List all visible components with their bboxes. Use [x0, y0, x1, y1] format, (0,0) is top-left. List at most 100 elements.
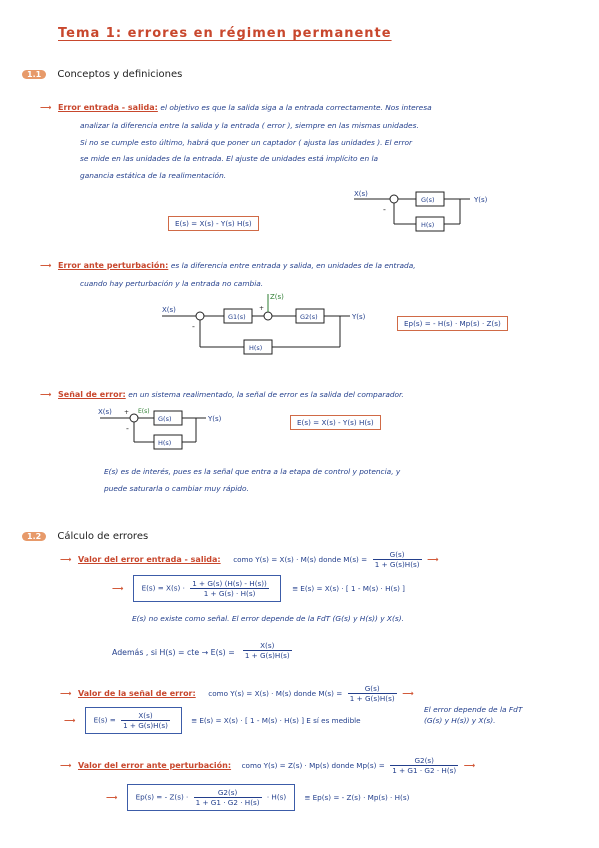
output-label: Y(s): [473, 196, 488, 204]
input-label: X(s): [354, 190, 368, 198]
input-label: X(s): [162, 306, 176, 314]
bullet-valor-error-entrada-salida: ⟶ Valor del error entrada - salida: como…: [60, 550, 443, 569]
fraction-numerator: G2(s): [193, 788, 262, 798]
minus-sign: -: [192, 322, 195, 331]
minus-sign: -: [126, 424, 129, 433]
term-label: Valor del error entrada - salida:: [78, 555, 221, 564]
input-label: X(s): [98, 408, 112, 416]
fraction-denominator: 1 + G(s)H(s): [244, 651, 290, 660]
fraction-denominator: 1 + G(s)H(s): [123, 721, 168, 730]
bullet-valor-error-perturbacion: ⟶ Valor del error ante perturbación: com…: [60, 756, 479, 775]
summing-junction: [195, 311, 205, 321]
block-h-label: H(s): [249, 344, 262, 352]
section-number-badge: 1.1: [22, 70, 47, 79]
formula-box-error-perturbacion: Ep(s) = - H(s) · Mp(s) · Z(s): [397, 316, 508, 331]
fraction-numerator: X(s): [121, 711, 170, 721]
arrow-icon: ⟶: [463, 761, 476, 770]
text-line: Si no se cumple esto último, habrá que p…: [80, 137, 413, 147]
disturbance-label: Z(s): [270, 293, 284, 301]
block-h-label: H(s): [421, 221, 434, 229]
equation-text: como Y(s) = X(s) · M(s) donde M(s) =: [233, 555, 368, 564]
equation-lhs: Ep(s) = - Z(s) ·: [135, 792, 189, 802]
arrow-icon: ⟶: [106, 792, 118, 802]
text-line: El error depende de la FdT: [424, 705, 523, 714]
block-g-label: G(s): [421, 196, 435, 204]
output-label: Y(s): [207, 415, 222, 423]
plus-sign: +: [259, 305, 264, 312]
bullet-error-perturbacion: ⟶ Error ante perturbación: es la diferen…: [40, 258, 416, 275]
fraction-denominator: 1 + G1 · G2 · H(s): [392, 766, 457, 775]
fraction-numerator: X(s): [242, 641, 292, 651]
page-title: Tema 1: errores en régimen permanente: [58, 26, 392, 41]
formula-box-senal-error-value: E(s) = X(s) 1 + G(s)H(s): [84, 707, 182, 734]
term-label: Valor del error ante perturbación:: [78, 761, 232, 770]
section-1-2: 1.2 Cálculo de errores: [22, 531, 148, 542]
fraction-numerator: G(s): [347, 684, 397, 694]
arrow-icon: ⟶: [112, 583, 124, 593]
block-h-label: H(s): [158, 439, 171, 447]
arrow-icon: ⟶: [427, 555, 439, 564]
text-line: E(s) no existe como señal. El error depe…: [132, 614, 404, 623]
block-diagram-2: X(s) - G1(s) Z(s) + G2(s) Y(s) H(s): [162, 293, 366, 355]
fraction-denominator: 1 + G(s)H(s): [349, 694, 395, 703]
paragraph-senal-error: E(s) es de interés, pues es la señal que…: [104, 464, 400, 497]
equation-alternative: ≡ E(s) = X(s) · [ 1 - M(s) · H(s) ]: [291, 583, 405, 593]
fraction: 1 + G(s) (H(s) - H(s)) 1 + G(s) · H(s): [190, 579, 269, 598]
text-line: en un sistema realimentado, la señal de …: [128, 390, 404, 399]
text-line: analizar la diferencia entre la salida y…: [80, 121, 419, 130]
text-line: puede saturarla o cambiar muy rápido.: [104, 483, 249, 493]
equation-rhs: · H(s): [266, 792, 287, 802]
formula-box-error: E(s) = X(s) - Y(s) H(s): [168, 216, 259, 231]
text-line: ganancia estática de la realimentación.: [80, 170, 227, 180]
arrow-icon: ⟶: [60, 689, 72, 698]
formula-box-error-perturbacion-value: Ep(s) = - Z(s) · G2(s) 1 + G1 · G2 · H(s…: [126, 784, 296, 811]
text-line: se mide en las unidades de la entrada. E…: [80, 154, 379, 163]
term-label: Valor de la señal de error:: [78, 689, 196, 698]
fraction-m: G(s) 1 + G(s)H(s): [372, 550, 422, 569]
note-dependencia: El error depende de la FdT (G(s) y H(s))…: [424, 704, 522, 726]
equation-text: como Y(s) = X(s) · M(s) donde M(s) =: [208, 689, 343, 698]
term-label: Señal de error:: [58, 390, 126, 399]
text-line: (G(s) y H(s)) y X(s).: [424, 716, 496, 725]
fraction: X(s) 1 + G(s)H(s): [121, 711, 170, 730]
bullet-error-entrada-salida: ⟶ Error entrada - salida: el objetivo es…: [40, 100, 432, 117]
minus-sign: -: [383, 205, 386, 214]
arrow-icon: ⟶: [64, 715, 76, 725]
arrow-icon: ⟶: [40, 390, 52, 399]
fraction: X(s) 1 + G(s)H(s): [242, 641, 292, 660]
fraction: G2(s) 1 + G1 · G2 · H(s): [193, 788, 262, 807]
plus-sign: +: [124, 409, 129, 416]
arrow-icon: ⟶: [402, 689, 414, 698]
formula-row-ademas: Además , si H(s) = cte → E(s) = X(s) 1 +…: [112, 640, 295, 660]
fraction-numerator: G2(s): [390, 756, 459, 766]
fraction-numerator: 1 + G(s) (H(s) - H(s)): [190, 579, 269, 589]
bullet-valor-senal-error: ⟶ Valor de la señal de error: como Y(s) …: [60, 684, 418, 703]
output-label: Y(s): [351, 313, 366, 321]
summing-junction: [129, 413, 139, 423]
equation-lhs: E(s) = X(s) ·: [141, 583, 185, 593]
fraction-denominator: 1 + G1 · G2 · H(s): [195, 798, 260, 807]
term-label: Error entrada - salida:: [58, 103, 158, 112]
formula-box-error-value: E(s) = X(s) · 1 + G(s) (H(s) - H(s)) 1 +…: [132, 575, 281, 602]
equation-lhs: E(s) =: [93, 715, 116, 725]
error-signal-label: E(s): [138, 408, 150, 415]
block-diagram-1: X(s) - G(s) Y(s) H(s): [354, 190, 488, 232]
summing-junction: [389, 194, 399, 204]
formula-row-2: ⟶ E(s) = X(s) 1 + G(s)H(s) ≡ E(s) = X(s)…: [64, 707, 361, 734]
paragraph-error-entrada-salida: analizar la diferencia entre la salida y…: [80, 118, 580, 184]
equation-alternative: ≡ Ep(s) = - Z(s) · Mp(s) · H(s): [304, 792, 410, 802]
block-g-label: G(s): [158, 415, 172, 423]
section-number-badge: 1.2: [22, 532, 47, 541]
block-diagram-3: X(s) - + E(s) G(s) Y(s) H(s): [98, 408, 222, 450]
equation-text: como Y(s) = Z(s) · Mp(s) donde Mp(s) =: [241, 761, 385, 770]
block-g1-label: G1(s): [228, 313, 246, 321]
bullet-senal-error: ⟶ Señal de error: en un sistema realimen…: [40, 387, 404, 404]
formula-row-1: ⟶ E(s) = X(s) · 1 + G(s) (H(s) - H(s)) 1…: [112, 575, 405, 602]
fraction-m: G(s) 1 + G(s)H(s): [347, 684, 397, 703]
section-1-1: 1.1 Conceptos y definiciones: [22, 69, 182, 80]
fraction-mp: G2(s) 1 + G1 · G2 · H(s): [390, 756, 459, 775]
arrow-icon: ⟶: [60, 761, 72, 770]
text-line: el objetivo es que la salida siga a la e…: [160, 103, 432, 112]
summing-junction: [263, 311, 273, 321]
formula-row-3: ⟶ Ep(s) = - Z(s) · G2(s) 1 + G1 · G2 · H…: [106, 784, 409, 811]
